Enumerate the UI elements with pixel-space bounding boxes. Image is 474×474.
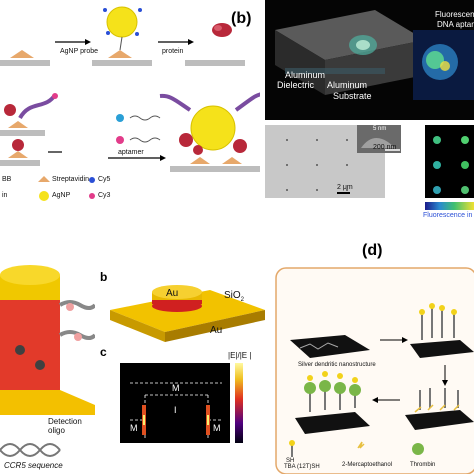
legend-cy5: Cy5 [98, 176, 111, 183]
label-fluorescence: Fluorescence [435, 10, 474, 19]
label-aluminum-2: Aluminum [327, 80, 368, 90]
legend-in: in [2, 192, 8, 199]
sequence-wave [0, 443, 61, 457]
panel-a: AgNP probe protein aptamer BB Streptavid… [0, 0, 260, 215]
substrate-3 [185, 60, 245, 66]
panel-c: Detection oligo CCR5 sequence [0, 255, 95, 474]
nanopillar [0, 300, 60, 390]
label-colorbar-e: |E|/|E | [228, 351, 252, 360]
legend-agnp-icon [39, 191, 49, 201]
label-fluorescence-intensity: Fluorescence in [423, 212, 473, 219]
legend-bb: BB [2, 176, 12, 183]
legend-streptavidin-icon [38, 176, 50, 182]
label-detection-oligo: Detection oligo [48, 417, 82, 435]
streptavidin-2 [108, 50, 132, 58]
field-colorbar [235, 363, 243, 443]
legend-agnp: AgNP [52, 192, 71, 199]
label-mercapto: 2-Mercaptoethanol [342, 462, 393, 468]
legend-mercapto-icon [357, 441, 365, 449]
panel-b2-drawing [110, 285, 265, 342]
label-5nm: 5 nm [373, 126, 387, 132]
legend-cy5-icon [89, 177, 95, 183]
label-sio2: SiO2 [224, 290, 245, 303]
label-sh: SH [286, 458, 295, 464]
label-2um: 2 μm [337, 184, 353, 191]
label-200nm: 200 nm [373, 144, 397, 151]
label-ccr5: CCR5 sequence [4, 461, 63, 470]
legend-cy3-icon [89, 193, 95, 199]
label-au-bottom: Au [210, 325, 223, 336]
scheme-border [275, 267, 474, 474]
panel-a-drawing [0, 6, 260, 201]
label-m-right: M [213, 423, 221, 433]
agnp-complex [190, 105, 236, 151]
legend-cy3: Cy3 [98, 192, 111, 199]
colorbar [425, 202, 474, 210]
legend-streptavidin: Streptavidin [52, 176, 89, 183]
label-aluminum: Aluminum [285, 70, 326, 80]
label-m-left: M [130, 423, 138, 433]
panel-d-letter: (d) [362, 242, 383, 259]
panel-b-letter: (b) [231, 10, 252, 27]
panel-b-drawing [265, 0, 474, 210]
label-thrombin: Thrombin [410, 462, 436, 468]
label-aptamer: aptamer [118, 149, 144, 156]
label-dielectric: Dielectric [277, 80, 315, 90]
panel-d-drawing [275, 267, 474, 474]
substrate-silver-1 [290, 335, 370, 358]
legend-thrombin-icon [412, 443, 424, 455]
aptamer-strand [18, 93, 57, 120]
label-agnp-probe: AgNP probe [60, 48, 99, 55]
agnp-probe [106, 6, 138, 38]
substrate-2 [92, 60, 152, 66]
panel-d: (d) Silver dendritic n [270, 240, 474, 474]
streptavidin-1 [10, 50, 34, 58]
panel-b2-letter: b [100, 270, 108, 284]
label-i: I [174, 405, 177, 415]
panel-c2-drawing [120, 363, 243, 443]
panel-c2: c M I M M |E|/|E | [100, 345, 270, 455]
label-tba: TBA (12T)SH [284, 464, 320, 470]
panel-b: (b) [225, 0, 474, 235]
label-au-top: Au [166, 288, 179, 299]
panel-b2: b Au SiO2 Au [100, 270, 270, 350]
label-protein: protein [162, 48, 184, 55]
substrate-1 [0, 60, 50, 66]
label-silver: Silver dendritic nanostructure [298, 362, 376, 368]
label-m-top: M [172, 383, 180, 393]
label-substrate: Substrate [333, 91, 372, 101]
panel-c-drawing [0, 265, 95, 457]
panel-c2-letter: c [100, 345, 107, 359]
field-map [120, 363, 230, 443]
label-dna-aptamer: DNA aptam [437, 20, 474, 29]
